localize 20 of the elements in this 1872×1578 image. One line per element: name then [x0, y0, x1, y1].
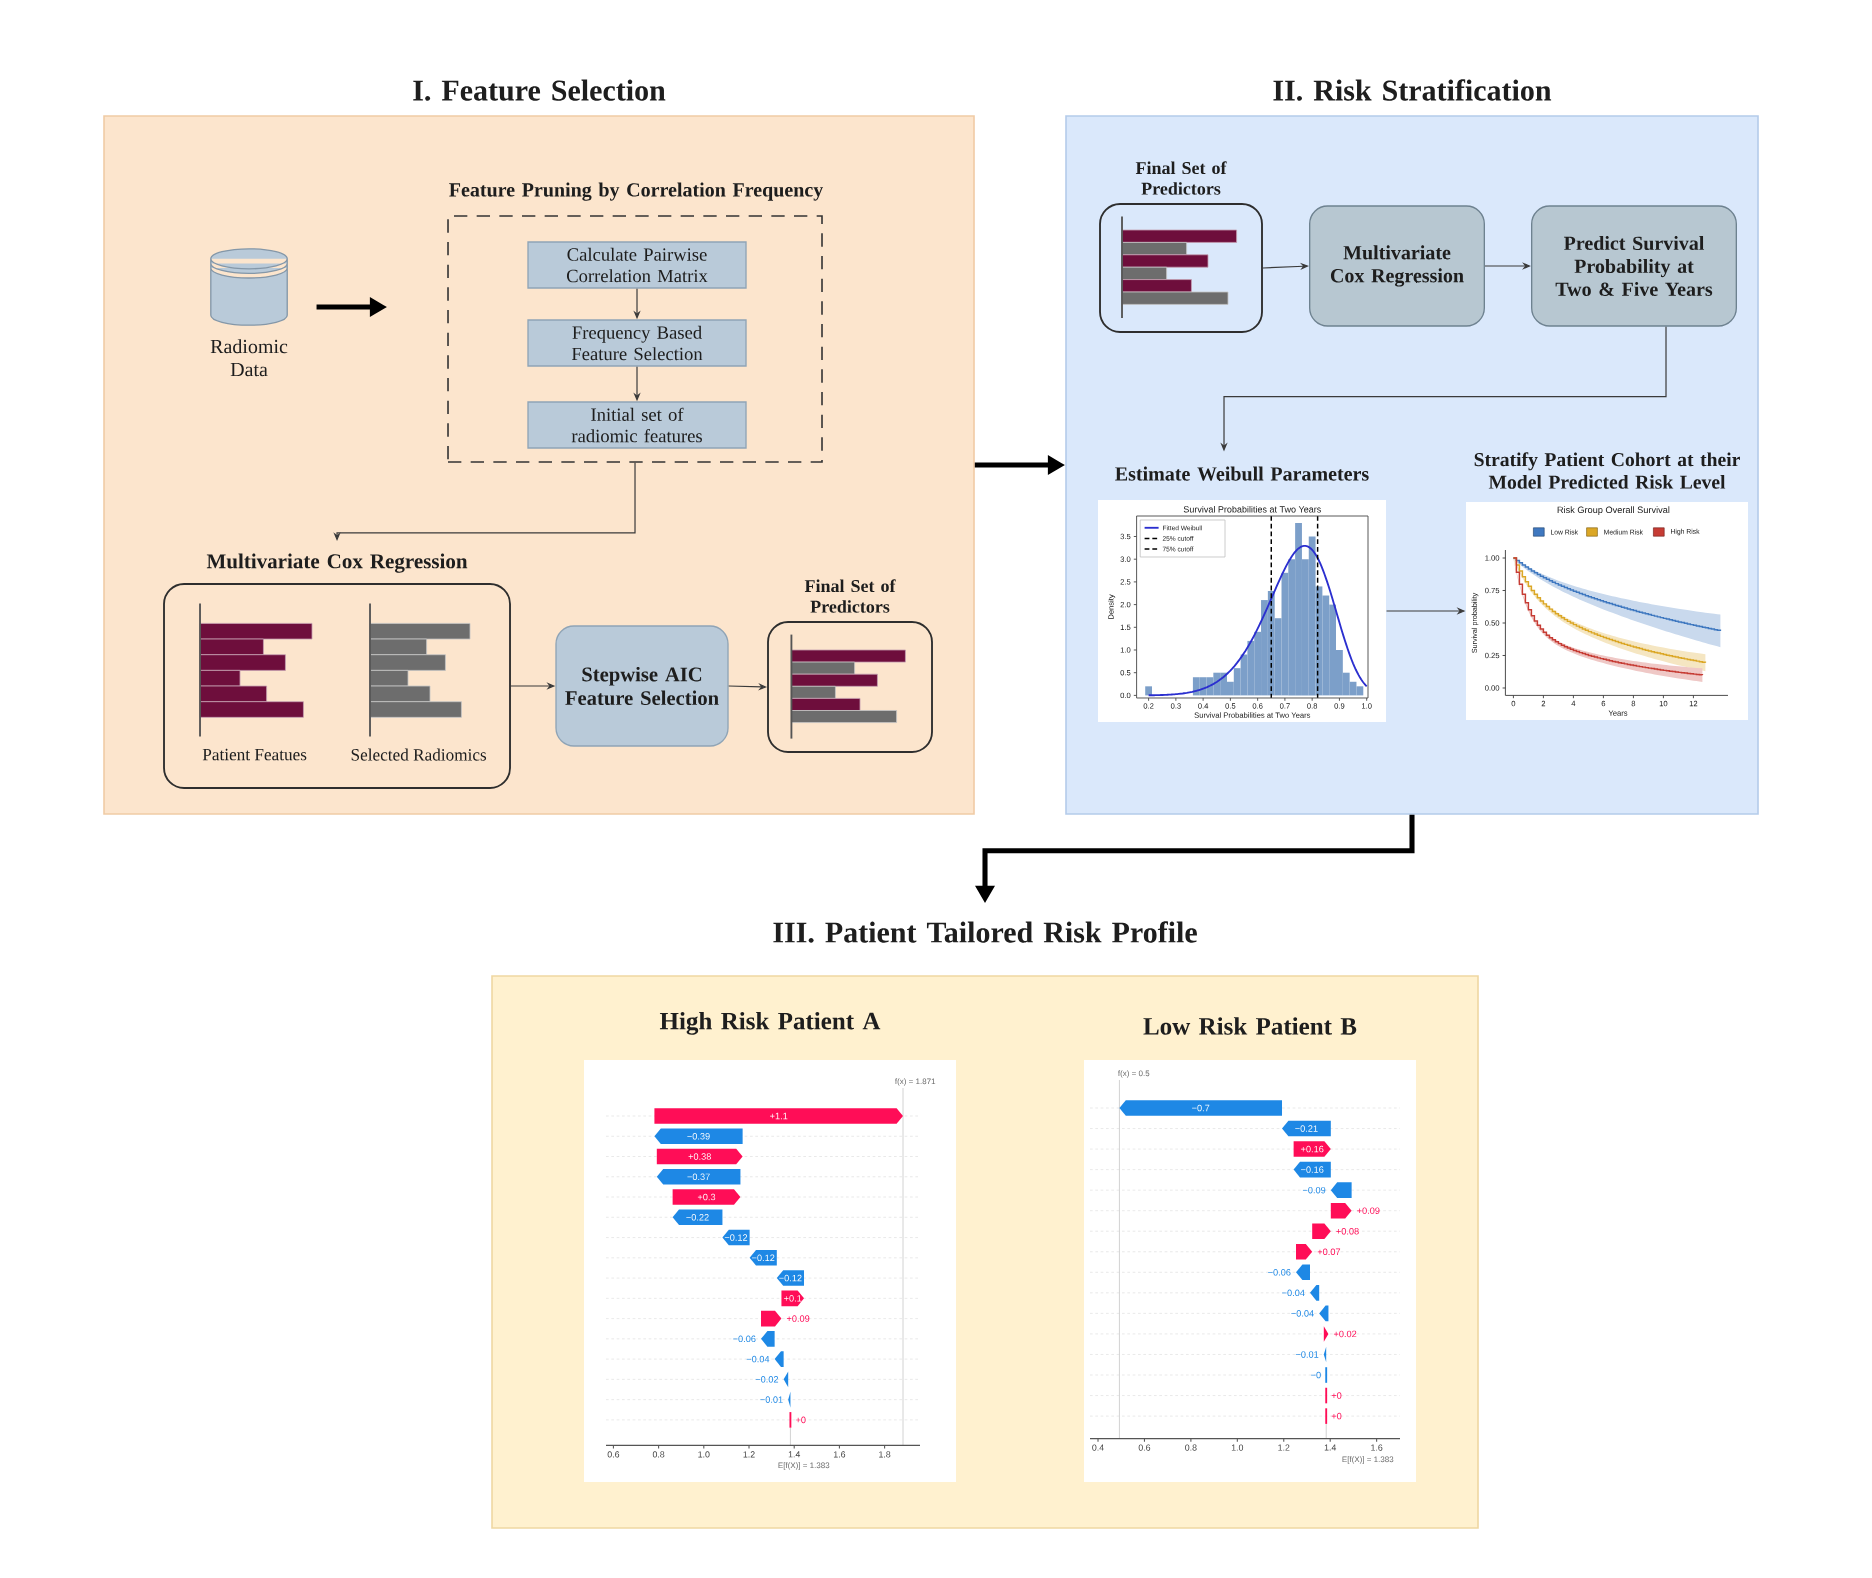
chart-heading: High Risk Patient A	[659, 1011, 881, 1035]
process-box: Frequency Based Feature Selection	[527, 319, 747, 367]
group-heading: Final Set of Predictors	[1135, 161, 1227, 195]
process-box: Initial set of radiomic features	[527, 401, 747, 449]
rounded-process-box: Predict Survival Probability at Two & Five Years	[1531, 205, 1737, 327]
panel-title: III. Patient Tailored Risk Profile	[773, 921, 1197, 943]
chart-heading: Stratify Patient Cohort at their Model Predicted Risk Level	[1474, 452, 1740, 489]
cylinder-label: Radiomic Data	[210, 339, 288, 377]
rounded-process-box: Multivariate Cox Regression	[1309, 205, 1485, 327]
group-heading: Multivariate Cox Regression	[206, 553, 468, 573]
chart-caption: Patient Featues	[202, 748, 307, 761]
chart-caption: Selected Radiomics	[351, 748, 487, 761]
rounded-process-box: Stepwise AIC Feature Selection	[555, 625, 729, 747]
panel-title: I. Feature Selection	[413, 79, 666, 101]
chart-heading: Low Risk Patient B	[1143, 1017, 1357, 1035]
panel-title: II. Risk Stratification	[1273, 79, 1552, 101]
process-box: Calculate Pairwise Correlation Matrix	[527, 241, 747, 289]
chart-heading: Estimate Weibull Parameters	[1115, 466, 1369, 481]
group-heading: Feature Pruning by Correlation Frequency	[449, 182, 823, 201]
group-heading: Final Set of Predictors	[804, 579, 896, 613]
